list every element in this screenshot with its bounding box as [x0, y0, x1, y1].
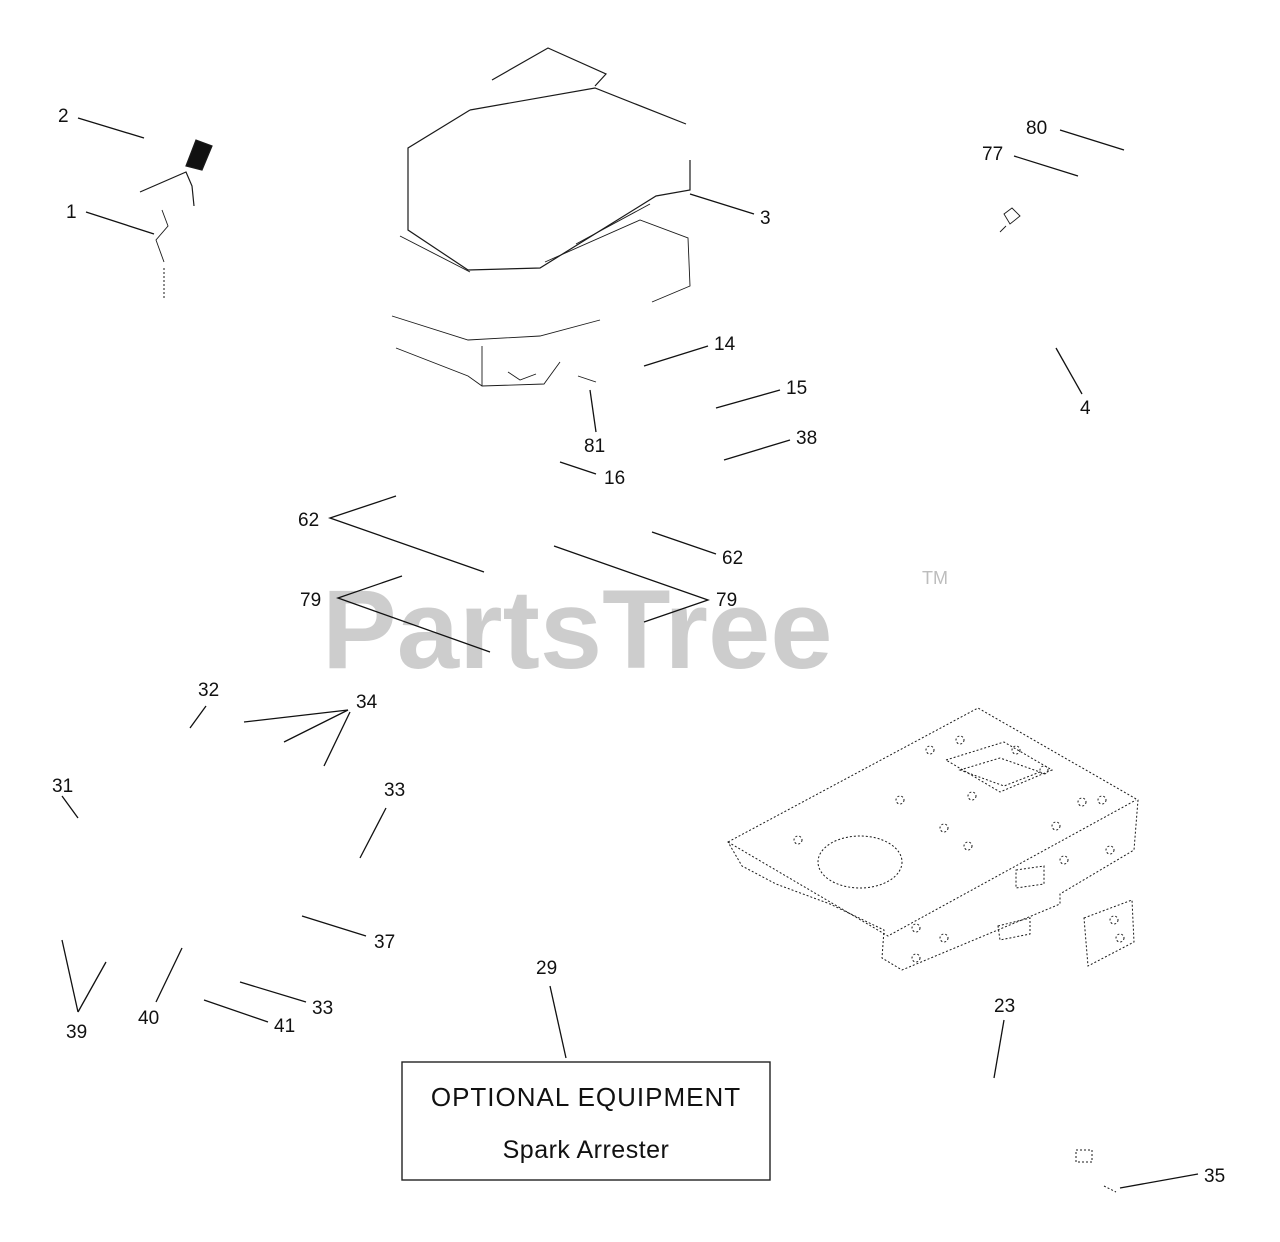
callout-37: 37 [374, 932, 395, 953]
callout-62-right: 62 [722, 548, 743, 569]
callout-2: 2 [58, 106, 69, 127]
callout-81: 81 [584, 436, 605, 457]
watermark-tm: TM [922, 568, 948, 588]
callout-79-left: 79 [300, 590, 321, 611]
callout-31: 31 [52, 776, 73, 797]
callout-32: 32 [198, 680, 219, 701]
callout-4: 4 [1080, 398, 1091, 419]
callout-39: 39 [66, 1022, 87, 1043]
callout-40: 40 [138, 1008, 159, 1029]
callout-1: 1 [66, 202, 77, 223]
callout-34: 34 [356, 692, 378, 713]
callout-35: 35 [1204, 1166, 1225, 1187]
callout-80: 80 [1026, 118, 1047, 139]
optional-equipment-box: OPTIONAL EQUIPMENT Spark Arrester [401, 1061, 771, 1181]
mounting-plate-part [727, 707, 1139, 971]
callout-labels: 2 1 3 80 77 14 15 4 81 38 16 62 62 79 79… [52, 106, 1225, 1187]
throttle-lever-part [139, 139, 213, 298]
leader-lines [61, 117, 1199, 1189]
callout-79-right: 79 [716, 590, 737, 611]
callout-16: 16 [604, 468, 625, 489]
callout-3: 3 [760, 208, 771, 229]
bolt-part [1075, 1149, 1117, 1193]
engine-part [391, 47, 691, 387]
callout-33-lower: 33 [312, 998, 333, 1019]
callout-29: 29 [536, 958, 557, 979]
callout-23: 23 [994, 996, 1015, 1017]
callout-38: 38 [796, 428, 817, 449]
callout-77: 77 [982, 144, 1003, 165]
callout-62-left: 62 [298, 510, 319, 531]
optional-equipment-subtitle: Spark Arrester [503, 1136, 670, 1164]
callout-14: 14 [714, 334, 736, 355]
optional-equipment-title: OPTIONAL EQUIPMENT [431, 1082, 741, 1112]
callout-41: 41 [274, 1016, 295, 1037]
watermark-text: PartsTree [322, 567, 833, 692]
callout-15: 15 [786, 378, 807, 399]
callout-33-upper: 33 [384, 780, 405, 801]
fitting-part [999, 207, 1021, 233]
